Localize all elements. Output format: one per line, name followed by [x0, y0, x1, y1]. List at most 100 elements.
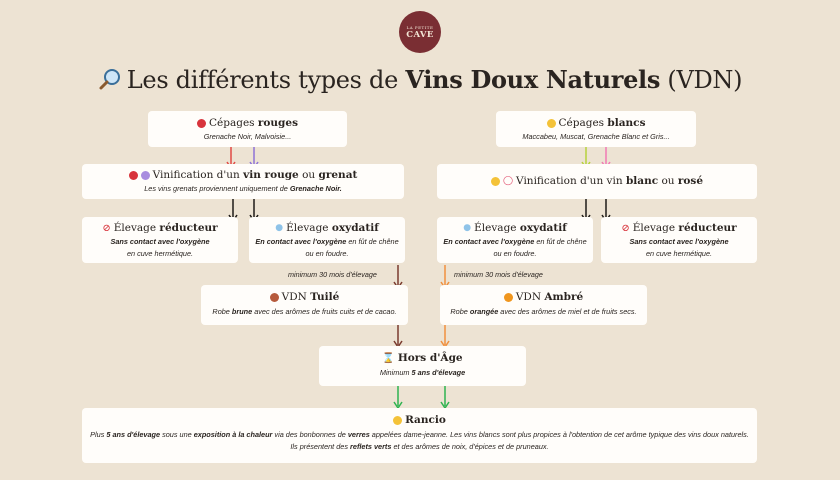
elevage-oxydatif-right-heading: ● Élevage oxydatif: [441, 222, 589, 234]
rancio-bold: Rancio: [405, 414, 446, 426]
elevage-oxydatif-left-desc: En contact avec l'oxygène en fût de chên…: [253, 236, 401, 259]
vdn-ambre-desc-pre: Robe: [450, 307, 470, 316]
brown-circle-icon: [269, 292, 279, 302]
hors-d-age-desc-pre: Minimum: [379, 368, 412, 377]
vdn-tuile-bold: Tuilé: [310, 291, 340, 303]
rancio-b1: 5 ans d'élevage: [106, 430, 161, 439]
elevage-reducteur-right-label: Élevage: [632, 222, 679, 234]
elevage-oxydatif-left-desc-bold: En contact avec l'oxygène: [255, 237, 347, 246]
hors-d-age-bold: Hors d'Âge: [397, 352, 463, 364]
elevage-reducteur-left-heading: ⊘ Élevage réducteur: [82, 222, 238, 234]
red-grape-icon: [128, 170, 138, 180]
vinification-rouge-desc: Les vins grenats proviennent uniquement …: [82, 183, 404, 195]
elevage-oxydatif-right-desc-rest: en fût de chêne ou en foudre.: [493, 237, 587, 258]
rancio-p3: via des bonbonnes de: [272, 430, 348, 439]
brand-logo-line2: CAVE: [406, 29, 434, 40]
white-grape-icon: [490, 176, 500, 186]
vdn-tuile-desc-pre: Robe: [212, 307, 232, 316]
elevage-reducteur-right-box: ⊘ Élevage réducteur Sans contact avec l'…: [601, 217, 757, 263]
orange-circle-icon: [503, 292, 513, 302]
title-pre: Les différents types de: [126, 66, 406, 94]
no-entry-icon: ⊘: [102, 222, 111, 234]
vinif-blanc-b1: blanc: [625, 175, 659, 187]
vinif-rouge-desc-bold: Grenache Noir.: [289, 184, 342, 193]
cepages-blancs-bold: blancs: [607, 117, 646, 129]
elevage-reducteur-left-desc-rest: en cuve hermétique.: [126, 248, 194, 258]
cepages-rouges-heading: Cépages rouges: [148, 117, 347, 129]
vinif-blanc-mid: ou: [658, 175, 678, 187]
cepages-rouges-bold: rouges: [257, 117, 298, 129]
cepages-rouges-pre: Cépages: [209, 117, 258, 129]
brand-logo-line1: LA PETITE: [406, 24, 434, 30]
rancio-heading: Rancio: [90, 414, 749, 426]
cepages-rouges-desc: Grenache Noir, Malvoisie...: [203, 132, 292, 141]
vinif-rouge-b2: grenat: [318, 169, 358, 181]
vdn-ambre-bold: Ambré: [544, 291, 584, 303]
cepages-rouges-box: Cépages rouges Grenache Noir, Malvoisie.…: [148, 111, 347, 147]
brand-logo: LA PETITE CAVE: [399, 11, 441, 53]
purple-grape-icon: [140, 170, 150, 180]
vinif-blanc-b2: rosé: [677, 175, 704, 187]
hors-d-age-heading: ⌛ Hors d'Âge: [319, 352, 526, 364]
vinif-rouge-mid: ou: [298, 169, 319, 181]
elevage-reducteur-left-label: Élevage: [113, 222, 160, 234]
rancio-b2: exposition à la chaleur: [193, 430, 273, 439]
vinification-rouge-heading: Vinification d'un vin rouge ou grenat: [82, 169, 404, 181]
elevage-oxydatif-left-desc-rest: en fût de chêne ou en foudre.: [305, 237, 399, 258]
title-post: (VDN): [660, 66, 743, 94]
rancio-p4: appelées dame-jeanne. Les vins blancs so…: [290, 430, 749, 451]
elevage-oxydatif-right-label: Élevage: [474, 222, 520, 234]
hourglass-icon: ⌛: [382, 352, 395, 364]
air-drop-icon: ●: [463, 223, 472, 233]
vinif-blanc-pre: Vinification d'un vin: [516, 175, 626, 187]
rancio-b3: verres: [347, 430, 370, 439]
minimum-note-left: minimum 30 mois d'élevage: [288, 270, 377, 279]
yellow-circle-icon: [393, 415, 403, 425]
elevage-oxydatif-left-box: ● Élevage oxydatif En contact avec l'oxy…: [249, 217, 405, 263]
title-bold: Vins Doux Naturels: [405, 65, 661, 94]
vdn-tuile-desc-post: avec des arômes de fruits cuits et de ca…: [252, 307, 397, 316]
elevage-oxydatif-right-box: ● Élevage oxydatif En contact avec l'oxy…: [437, 217, 593, 263]
rancio-p2: sous une: [160, 430, 194, 439]
vdn-ambre-desc: Robe orangée avec des arômes de miel et …: [440, 306, 647, 318]
cepages-blancs-box: Cépages blancs Maccabeu, Muscat, Grenach…: [496, 111, 696, 147]
vdn-ambre-label: VDN: [515, 291, 545, 303]
white-grape-icon: [546, 118, 556, 128]
rancio-desc: Plus 5 ans d'élevage sous une exposition…: [90, 429, 749, 452]
cepages-blancs-desc: Maccabeu, Muscat, Grenache Blanc et Gris…: [522, 132, 670, 141]
elevage-oxydatif-left-label: Élevage: [286, 222, 332, 234]
rancio-p1: Plus: [90, 430, 107, 439]
no-entry-icon: ⊘: [621, 222, 630, 234]
vdn-ambre-desc-bold: orangée: [469, 307, 499, 316]
elevage-reducteur-left-desc-bold: Sans contact avec l'oxygène: [110, 237, 210, 246]
elevage-oxydatif-left-heading: ● Élevage oxydatif: [253, 222, 401, 234]
vdn-tuile-desc: Robe brune avec des arômes de fruits cui…: [201, 306, 408, 318]
elevage-reducteur-right-heading: ⊘ Élevage réducteur: [601, 222, 757, 234]
hors-d-age-desc: Minimum 5 ans d'élevage: [319, 367, 526, 379]
cepages-blancs-pre: Cépages: [558, 117, 608, 129]
elevage-reducteur-right-bold: réducteur: [678, 222, 737, 234]
rose-wine-icon: ◯: [502, 176, 514, 186]
hors-d-age-desc-bold: 5 ans d'élevage: [411, 368, 466, 377]
elevage-reducteur-left-bold: réducteur: [159, 222, 218, 234]
vinif-rouge-pre: Vinification d'un: [152, 169, 244, 181]
vdn-tuile-label: VDN: [281, 291, 311, 303]
elevage-reducteur-right-desc: Sans contact avec l'oxygène en cuve herm…: [601, 236, 757, 259]
vdn-tuile-box: VDN Tuilé Robe brune avec des arômes de …: [201, 285, 408, 325]
vinification-blanc-box: ◯ Vinification d'un vin blanc ou rosé: [437, 164, 757, 199]
elevage-reducteur-right-desc-bold: Sans contact avec l'oxygène: [629, 237, 729, 246]
elevage-oxydatif-left-bold: oxydatif: [331, 222, 379, 234]
vdn-ambre-desc-post: avec des arômes de miel et de fruits sec…: [498, 307, 637, 316]
vinification-rouge-box: Vinification d'un vin rouge ou grenat Le…: [82, 164, 404, 199]
vdn-tuile-heading: VDN Tuilé: [201, 291, 408, 303]
vinification-blanc-heading: ◯ Vinification d'un vin blanc ou rosé: [437, 175, 757, 187]
vdn-ambre-heading: VDN Ambré: [440, 291, 647, 303]
vdn-tuile-desc-bold: brune: [231, 307, 253, 316]
elevage-reducteur-right-desc-rest: en cuve hermétique.: [645, 248, 713, 258]
vinif-rouge-desc-pre: Les vins grenats proviennent uniquement …: [144, 184, 290, 193]
page-title: Les différents types de Vins Doux Nature…: [0, 65, 840, 94]
elevage-reducteur-left-box: ⊘ Élevage réducteur Sans contact avec l'…: [82, 217, 238, 263]
air-drop-icon: ●: [275, 223, 284, 233]
red-grape-icon: [197, 118, 206, 128]
elevage-reducteur-left-desc: Sans contact avec l'oxygène en cuve herm…: [82, 236, 238, 259]
